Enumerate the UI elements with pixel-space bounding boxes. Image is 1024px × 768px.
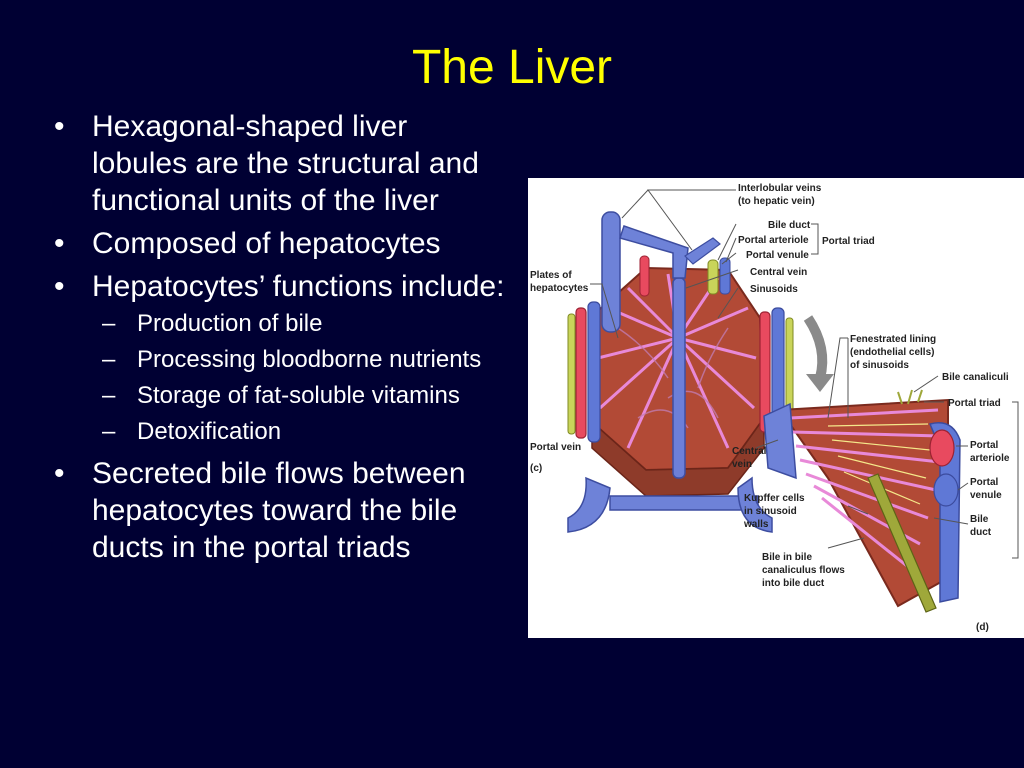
dash-marker: – bbox=[102, 418, 116, 445]
label-bile-flow-3: into bile duct bbox=[762, 578, 825, 589]
label-bile-flow: Bile in bile bbox=[762, 552, 812, 563]
label-portal-triad: Portal triad bbox=[822, 236, 875, 247]
bullet-item: • Hexagonal-shaped liver lobules are the… bbox=[50, 108, 510, 219]
bullet-marker: • bbox=[54, 457, 65, 490]
central-vein bbox=[672, 277, 686, 479]
liver-lobule-figure: Interlobular veins (to hepatic vein) Bil… bbox=[528, 178, 1024, 638]
sub-bullet-text: Storage of fat-soluble vitamins bbox=[137, 382, 460, 409]
label-bile-flow-2: canaliculus flows bbox=[762, 565, 845, 576]
panel-d-illustration bbox=[763, 389, 961, 613]
label-kupffer-2: in sinusoid bbox=[744, 506, 797, 517]
portal-vein bbox=[609, 495, 759, 511]
portal-arteriole-d bbox=[929, 429, 955, 467]
leader-lines bbox=[590, 189, 969, 549]
bullet-text: Composed of hepatocytes bbox=[92, 227, 441, 260]
label-fenestrated: Fenestrated lining bbox=[850, 334, 936, 345]
label-bile-duct-d: Bile bbox=[970, 514, 989, 525]
label-bile-canaliculi: Bile canaliculi bbox=[942, 372, 1009, 383]
bullet-text: Hexagonal-shaped liver lobules are the s… bbox=[92, 110, 479, 217]
label-portal-venule: Portal venule bbox=[746, 250, 809, 261]
label-fenestrated-2: (endothelial cells) bbox=[850, 347, 934, 358]
bullet-list: • Hexagonal-shaped liver lobules are the… bbox=[50, 108, 510, 572]
label-portal-arteriole-d-sub: arteriole bbox=[970, 453, 1010, 464]
label-plates-sub: hepatocytes bbox=[530, 283, 589, 294]
bullet-text: Hepatocytes’ functions include: bbox=[92, 270, 505, 303]
label-central-vein: Central vein bbox=[750, 267, 807, 278]
sub-bullet-item: – Detoxification bbox=[92, 417, 510, 447]
label-portal-venule-d: Portal bbox=[970, 477, 999, 488]
label-central-vein-d: Central bbox=[732, 446, 767, 457]
label-interlobular-veins-sub: (to hepatic vein) bbox=[738, 196, 815, 207]
label-plates: Plates of bbox=[530, 270, 572, 281]
label-interlobular-veins: Interlobular veins bbox=[738, 183, 822, 194]
bullet-marker: • bbox=[54, 270, 65, 303]
label-portal-arteriole-d: Portal bbox=[970, 440, 999, 451]
label-sinusoids: Sinusoids bbox=[750, 284, 798, 295]
label-portal-vein: Portal vein bbox=[530, 442, 581, 453]
label-fenestrated-3: of sinusoids bbox=[850, 360, 909, 371]
panel-c-illustration bbox=[567, 211, 794, 533]
label-bile-duct: Bile duct bbox=[768, 220, 811, 231]
dash-marker: – bbox=[102, 346, 116, 373]
zoom-arrow bbox=[803, 315, 828, 380]
sub-bullet-list: – Production of bile – Processing bloodb… bbox=[92, 309, 510, 447]
bullet-item: • Secreted bile flows between hepatocyte… bbox=[50, 455, 510, 566]
dash-marker: – bbox=[102, 310, 116, 337]
label-panel-d: (d) bbox=[976, 622, 989, 633]
bullet-item: • Hepatocytes’ functions include: – Prod… bbox=[50, 268, 510, 447]
sub-bullet-text: Processing bloodborne nutrients bbox=[137, 346, 482, 373]
sub-bullet-item: – Production of bile bbox=[92, 309, 510, 339]
label-central-vein-d-sub: vein bbox=[732, 459, 752, 470]
bile-duct-column bbox=[567, 313, 576, 435]
slide-title: The Liver bbox=[411, 41, 613, 94]
sub-bullet-item: – Processing bloodborne nutrients bbox=[92, 345, 510, 375]
portal-venule-column bbox=[587, 301, 601, 443]
label-portal-venule-d-sub: venule bbox=[970, 490, 1002, 501]
label-kupffer: Kupffer cells bbox=[744, 493, 805, 504]
dash-marker: – bbox=[102, 382, 116, 409]
liver-lobule-illustration: Interlobular veins (to hepatic vein) Bil… bbox=[530, 183, 1019, 633]
sub-bullet-text: Production of bile bbox=[137, 310, 323, 337]
portal-arteriole-column bbox=[575, 307, 587, 439]
sub-bullet-text: Detoxification bbox=[137, 418, 282, 445]
label-bile-duct-d-sub: duct bbox=[970, 527, 992, 538]
label-panel-c: (c) bbox=[530, 463, 542, 474]
central-vein-d bbox=[763, 402, 797, 480]
bile-duct-d bbox=[867, 473, 937, 613]
bullet-marker: • bbox=[54, 110, 65, 143]
label-kupffer-3: walls bbox=[743, 519, 769, 530]
bullet-marker: • bbox=[54, 227, 65, 260]
sub-bullet-item: – Storage of fat-soluble vitamins bbox=[92, 381, 510, 411]
label-portal-arteriole: Portal arteriole bbox=[738, 235, 809, 246]
label-portal-triad-d: Portal triad bbox=[948, 398, 1001, 409]
bullet-text: Secreted bile flows between hepatocytes … bbox=[92, 457, 466, 564]
hepatic-vein-tube bbox=[601, 211, 621, 333]
bullet-item: • Composed of hepatocytes bbox=[50, 225, 510, 262]
